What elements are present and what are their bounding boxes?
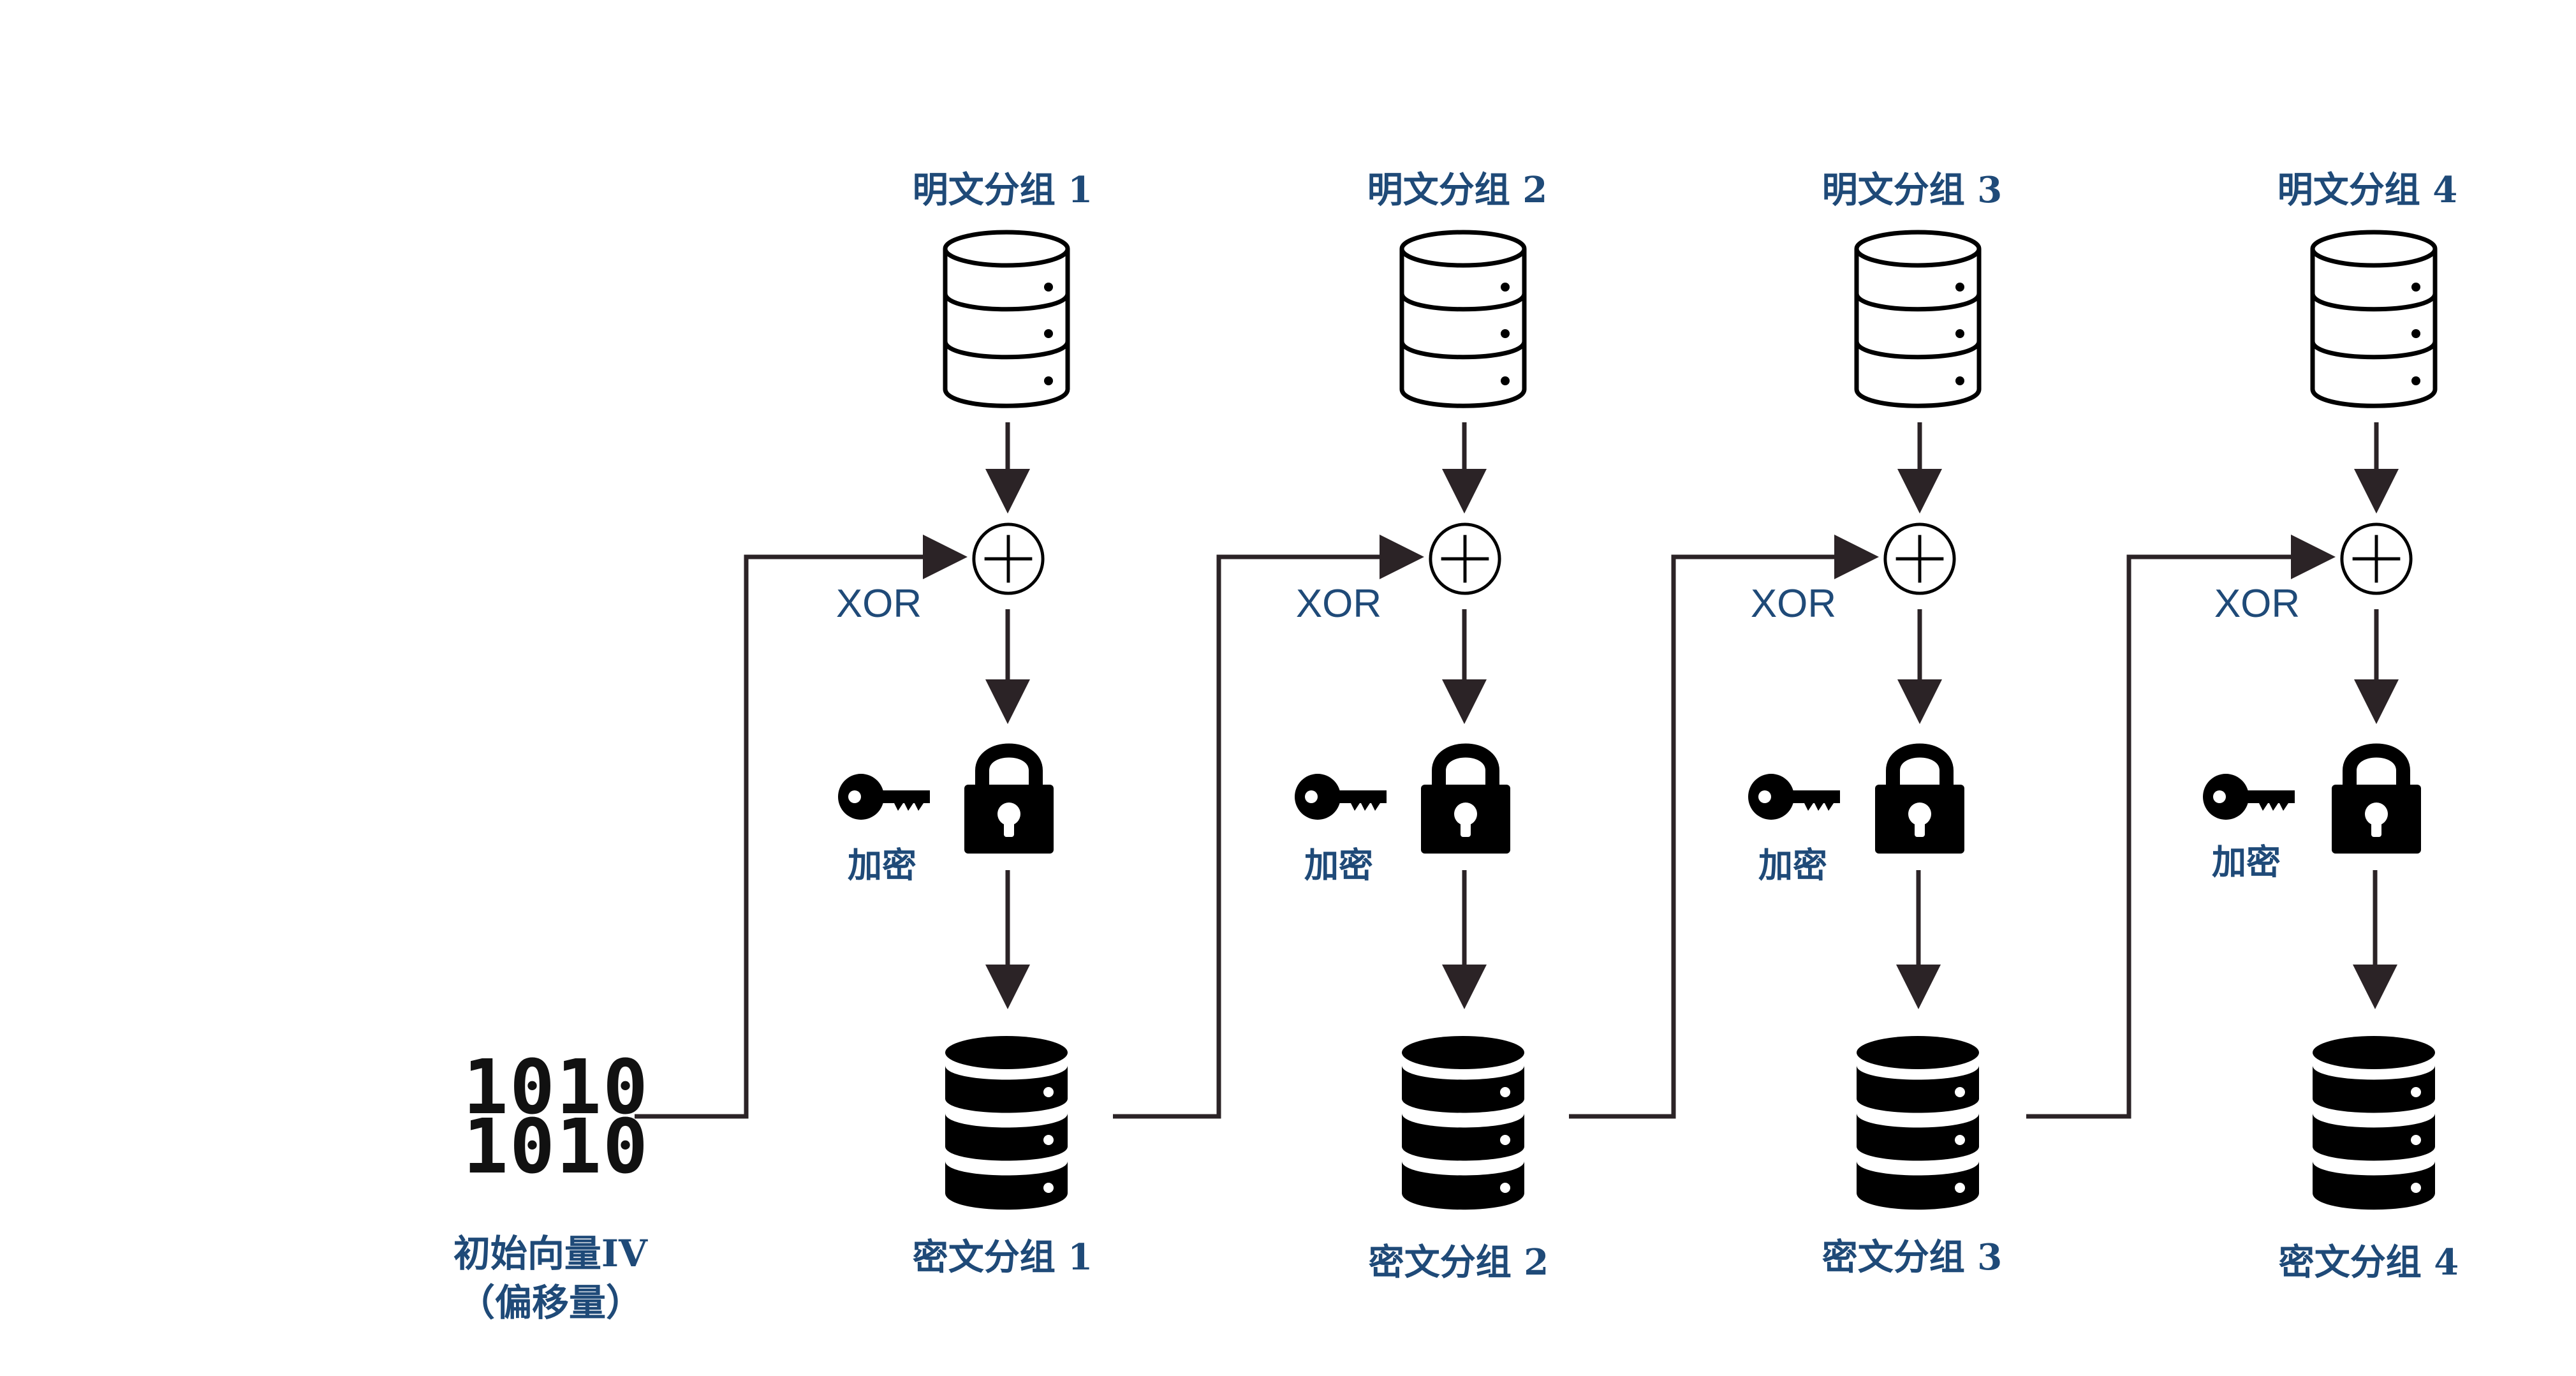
key-icon xyxy=(838,774,930,820)
ciphertext-label-2: 密文分组 2 xyxy=(1369,1241,1549,1284)
padlock-icon xyxy=(1421,751,1510,854)
connector-iv-to-xor-1 xyxy=(635,535,968,1119)
padlock-icon xyxy=(2332,751,2421,854)
xor-label-4: XOR xyxy=(2214,582,2300,626)
ciphertext-label-1: 密文分组 1 xyxy=(913,1236,1093,1278)
encrypt-label-4: 加密 xyxy=(2212,841,2281,882)
chain-connectors xyxy=(635,535,2336,1119)
xor-icon xyxy=(974,524,1043,593)
plaintext-database-icon xyxy=(1402,232,1524,406)
connector-cipher-3-to-xor-4 xyxy=(2026,535,2336,1119)
iv-binary-line-2: 1010 xyxy=(463,1102,649,1190)
block-3: 明文分组 3 XOR 加密 密文分组 3 xyxy=(1748,169,2002,1278)
iv-binary-line-1: 1010 xyxy=(463,1043,649,1131)
encrypt-label-1: 加密 xyxy=(848,845,916,885)
xor-icon xyxy=(1885,524,1954,593)
ciphertext-label-4: 密文分组 4 xyxy=(2279,1241,2459,1284)
padlock-icon xyxy=(1875,751,1964,854)
encrypt-label-2: 加密 xyxy=(1304,845,1373,885)
iv-label: 初始向量IV xyxy=(453,1232,648,1275)
plaintext-label-3: 明文分组 3 xyxy=(1822,169,2002,211)
xor-label-3: XOR xyxy=(1751,582,1836,626)
plaintext-database-icon xyxy=(2313,232,2435,406)
xor-label-2: XOR xyxy=(1296,582,1381,626)
plaintext-label-2: 明文分组 2 xyxy=(1367,169,1547,211)
block-4: 明文分组 4 XOR 加密 密文分组 4 xyxy=(2203,169,2459,1284)
xor-icon xyxy=(1431,524,1499,593)
ciphertext-database-icon xyxy=(945,1036,1068,1210)
plaintext-database-icon xyxy=(1857,232,1979,406)
connector-cipher-1-to-xor-2 xyxy=(1113,535,1424,1119)
ciphertext-database-icon xyxy=(1857,1036,1979,1210)
key-icon xyxy=(1748,774,1840,820)
initialization-vector: 1010 1010 初始向量IV （偏移量） xyxy=(453,1043,649,1324)
ciphertext-label-3: 密文分组 3 xyxy=(1822,1236,2002,1278)
ciphertext-database-icon xyxy=(1402,1036,1524,1210)
plaintext-database-icon xyxy=(945,232,1068,406)
iv-offset-label: （偏移量） xyxy=(458,1281,643,1324)
xor-icon xyxy=(2342,524,2411,593)
key-icon xyxy=(2203,774,2295,820)
connector-cipher-2-to-xor-3 xyxy=(1569,535,1879,1119)
encrypt-label-3: 加密 xyxy=(1758,845,1827,885)
plaintext-label-4: 明文分组 4 xyxy=(2278,169,2457,211)
padlock-icon xyxy=(964,751,1054,854)
block-1: 明文分组 1 XOR 加密 密文分组 1 xyxy=(836,169,1093,1278)
ciphertext-database-icon xyxy=(2313,1036,2435,1210)
plaintext-label-1: 明文分组 1 xyxy=(913,169,1093,211)
key-icon xyxy=(1295,774,1387,820)
xor-label-1: XOR xyxy=(836,582,922,626)
block-2: 明文分组 2 XOR 加密 密文分组 2 xyxy=(1295,169,1549,1284)
